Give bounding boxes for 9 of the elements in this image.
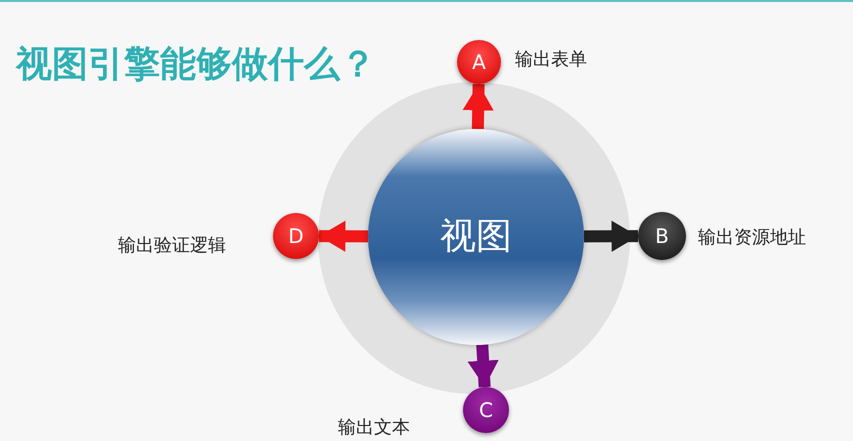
block-arrow: [318, 220, 368, 252]
block-arrow: [468, 344, 499, 388]
item-label: 输出验证逻辑: [118, 234, 226, 258]
item-label: 输出表单: [515, 48, 587, 72]
block-arrow: [462, 84, 494, 130]
title: 视图引擎能够做什么？: [16, 42, 376, 86]
item-label: 输出文本: [338, 416, 410, 440]
item-label: 输出资源地址: [698, 226, 806, 250]
block-arrow: [584, 220, 638, 252]
